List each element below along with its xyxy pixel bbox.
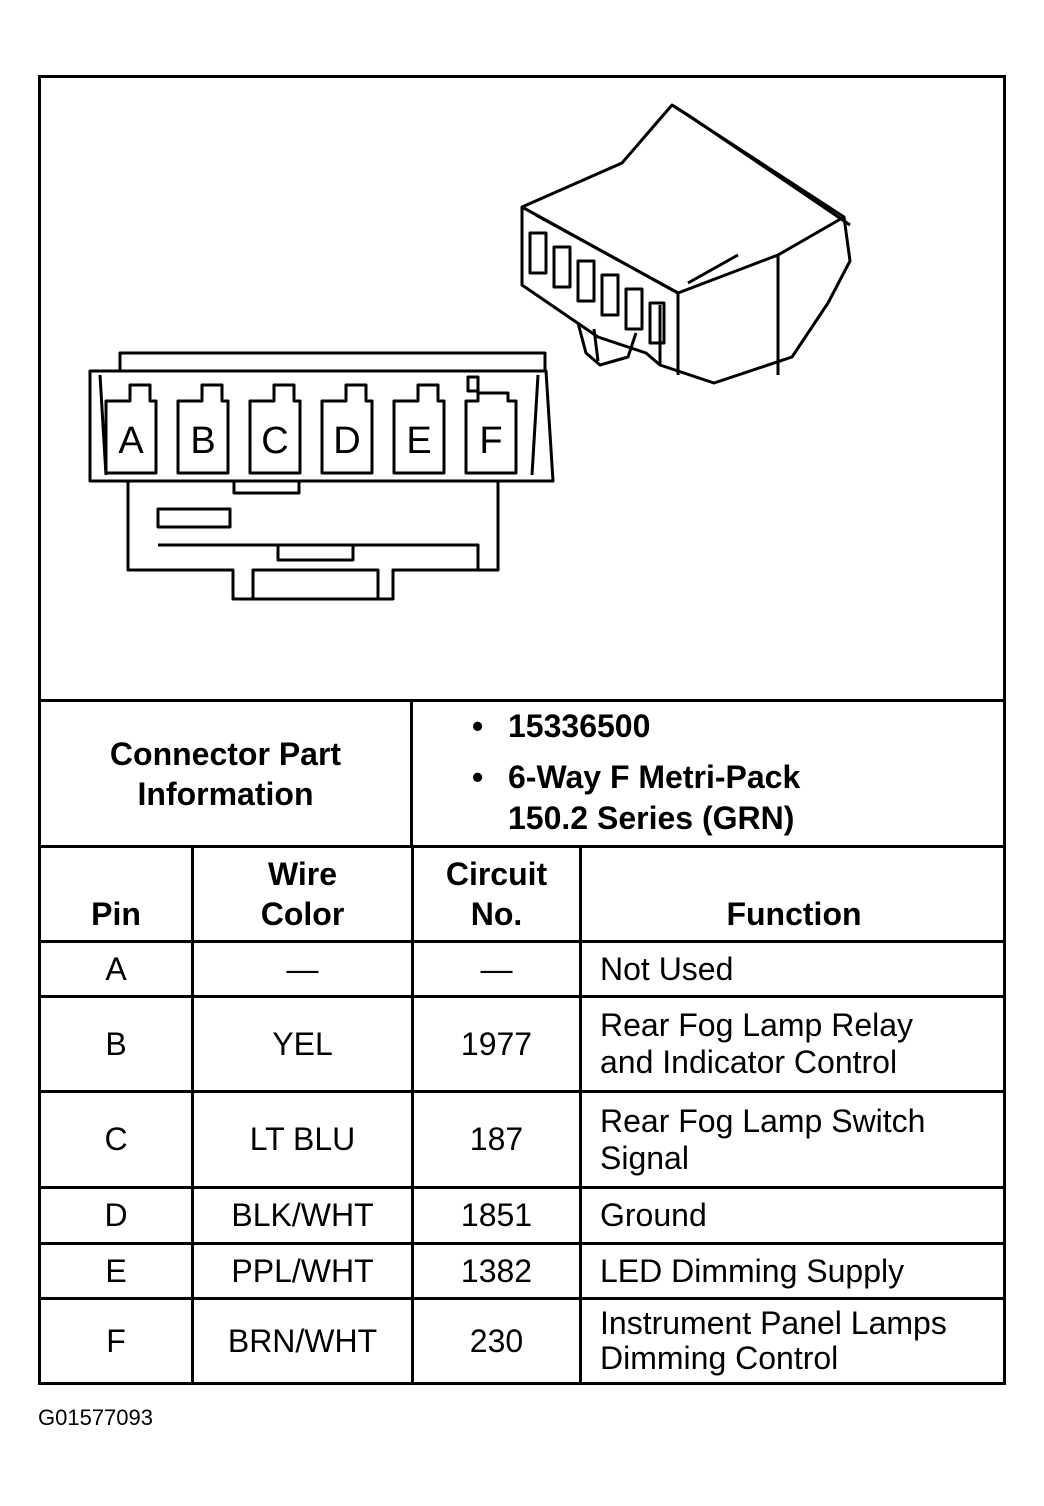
figure-id: G01577093 <box>38 1405 153 1430</box>
rule <box>191 845 194 1385</box>
part-info-list: 15336500 6-Way F Metri-Pack 150.2 Series… <box>472 706 992 839</box>
connector-face-view <box>88 351 555 601</box>
pin-letter-f: F <box>479 420 502 462</box>
table-cell-function: Rear Fog Lamp Relay and Indicator Contro… <box>600 1007 914 1080</box>
table-cell-function: Ground <box>600 1197 707 1233</box>
table-cell-wire-color: BRN/WHT <box>227 1322 378 1359</box>
rule <box>38 1090 1006 1093</box>
table-cell-circuit: 230 <box>469 1322 524 1359</box>
connector-isometric-view <box>520 103 852 385</box>
table-cell-pin: E <box>105 1252 127 1289</box>
table-cell-function: Not Used <box>600 950 734 987</box>
table-cell-pin: F <box>106 1322 126 1359</box>
header-function: Function <box>726 896 862 932</box>
table-cell-circuit: 1382 <box>460 1252 533 1289</box>
header-pin: Pin <box>91 896 141 932</box>
table-cell-wire-color: BLK/WHT <box>231 1197 374 1233</box>
rule <box>38 699 1006 702</box>
table-cell-circuit: 1977 <box>460 1025 533 1062</box>
pin-letter-e: E <box>406 420 431 462</box>
table-cell-circuit: — <box>480 950 513 987</box>
pin-letter-d: D <box>333 420 360 462</box>
table-cell-pin: C <box>104 1121 128 1157</box>
header-circuit-no: Circuit No. <box>445 856 548 932</box>
table-cell-wire-color: LT BLU <box>249 1121 356 1157</box>
header-wire-color: Wire Color <box>260 856 345 932</box>
pin-letter-labels: A B C D E F <box>118 420 502 462</box>
pin-letter-a: A <box>118 420 144 462</box>
table-cell-pin: B <box>105 1025 127 1062</box>
rule <box>38 1242 1006 1245</box>
rule <box>38 1297 1006 1300</box>
table-cell-circuit: 187 <box>469 1121 524 1157</box>
rule <box>38 995 1006 998</box>
pin-letter-c: C <box>261 420 288 462</box>
rule <box>38 940 1006 943</box>
table-cell-function: Instrument Panel Lamps Dimming Control <box>600 1305 947 1376</box>
table-cell-pin: D <box>104 1197 128 1233</box>
rule <box>38 845 1006 848</box>
table-cell-wire-color: YEL <box>272 1025 333 1062</box>
part-number: 15336500 <box>472 706 992 747</box>
connector-diagram: A B C D E F <box>88 103 852 601</box>
connector-description: 6-Way F Metri-Pack 150.2 Series (GRN) <box>472 757 848 839</box>
rule <box>410 699 413 848</box>
table-cell-circuit: 1851 <box>460 1197 533 1233</box>
table-cell-pin: A <box>105 950 127 987</box>
pin-cavities <box>104 383 518 475</box>
rule <box>38 1186 1006 1189</box>
figure-frame <box>38 75 1006 1385</box>
table-cell-wire-color: PPL/WHT <box>231 1252 374 1289</box>
part-info-label: Connector Part Information <box>109 735 342 812</box>
rule <box>579 845 582 1385</box>
table-cell-function: Rear Fog Lamp Switch Signal <box>600 1102 926 1176</box>
table-cell-function: LED Dimming Supply <box>600 1252 905 1289</box>
table-cell-wire-color: — <box>286 950 319 987</box>
pin-letter-b: B <box>190 420 215 462</box>
rule <box>411 845 414 1385</box>
